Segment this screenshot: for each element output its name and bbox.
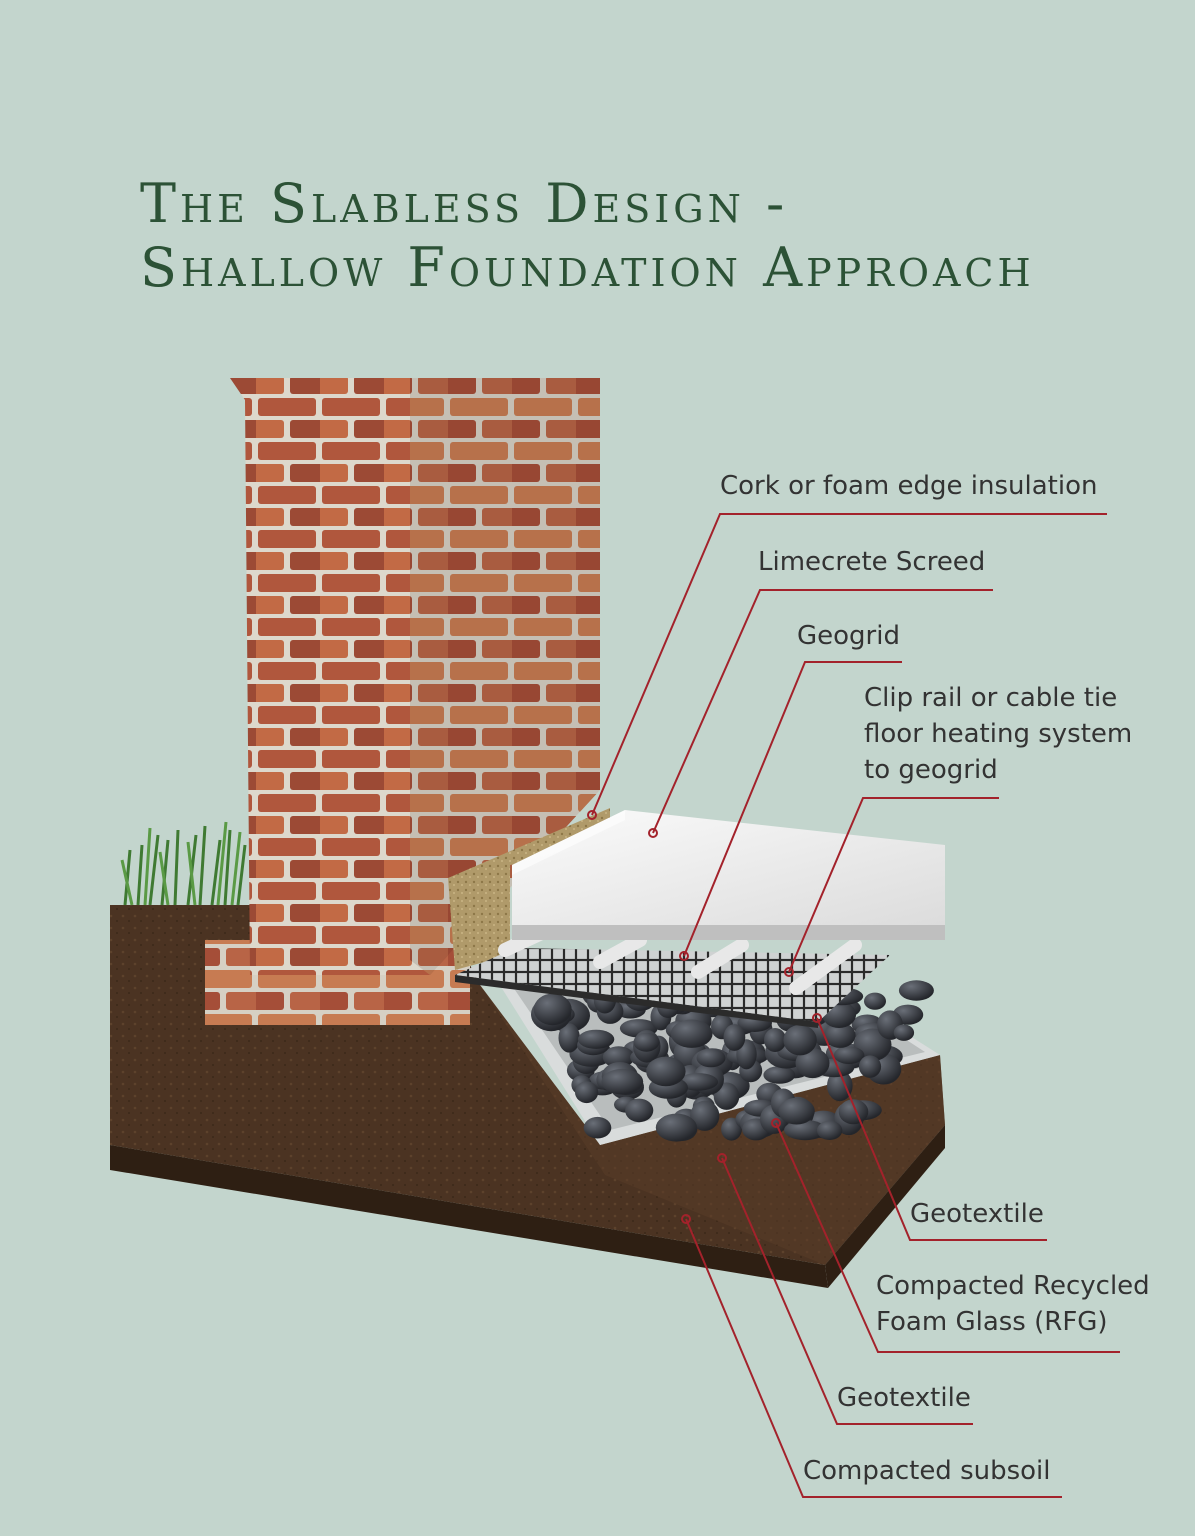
foam-glass-aggregate <box>533 993 572 1026</box>
page-title: The Slabless Design - Shallow Foundation… <box>140 172 1035 300</box>
title-line-2: Shallow Foundation Approach <box>140 236 1035 299</box>
leader-subsoil <box>685 1218 1062 1498</box>
foam-glass-aggregate <box>723 1024 746 1051</box>
foam-glass-aggregate <box>838 1099 869 1125</box>
label-geogrid: Geogrid <box>797 621 900 651</box>
foam-glass-aggregate <box>795 1048 830 1079</box>
leader-screed <box>652 589 993 834</box>
foam-glass-aggregate <box>625 1098 654 1123</box>
foam-glass-aggregate <box>602 1046 635 1068</box>
leader-heating <box>788 797 999 973</box>
limecrete-screed-slab <box>512 810 945 940</box>
foam-glass-aggregate <box>670 1019 713 1048</box>
label-geotextile-lower: Geotextile <box>837 1383 971 1413</box>
foam-glass-aggregate <box>778 1097 815 1125</box>
foam-glass-aggregate <box>816 1120 843 1140</box>
leader-lines <box>591 513 1120 1498</box>
foam-glass-aggregate <box>601 1068 644 1095</box>
title-line-1: The Slabless Design - <box>140 172 789 235</box>
foam-glass-aggregate <box>827 1070 853 1102</box>
leader-geotextile-lower <box>721 1157 973 1425</box>
foam-glass-aggregate <box>558 1023 580 1053</box>
floor-heating-pipes <box>498 923 862 995</box>
label-heating-line-2: floor heating system <box>864 719 1133 749</box>
foam-glass-aggregate <box>690 1100 720 1131</box>
leader-edge-insulation <box>591 513 1107 816</box>
foam-glass-aggregate <box>893 1024 915 1041</box>
foam-glass-aggregate <box>824 1022 856 1048</box>
leader-geogrid <box>683 661 902 957</box>
foam-glass-aggregate <box>677 1073 719 1091</box>
grass <box>120 821 247 906</box>
foam-glass-aggregate <box>633 1032 660 1052</box>
foam-glass-aggregate <box>764 1028 787 1052</box>
leader-rfg <box>775 1122 1120 1353</box>
foam-glass-aggregate <box>898 980 934 1001</box>
geogrid-layer <box>455 948 890 1028</box>
foam-glass-aggregate <box>783 1024 817 1056</box>
foam-glass-aggregate <box>763 1066 796 1084</box>
label-heating-line-1: Clip rail or cable tie <box>864 683 1118 713</box>
label-rfg-line-2: Foam Glass (RFG) <box>876 1307 1108 1337</box>
foam-glass-aggregate <box>696 1048 726 1068</box>
label-limecrete-screed: Limecrete Screed <box>758 547 986 577</box>
label-geotextile-upper: Geotextile <box>910 1199 1044 1229</box>
leader-geotextile-upper <box>816 1017 1047 1241</box>
foam-glass-aggregate <box>784 1120 827 1141</box>
foam-glass-aggregate <box>583 1116 612 1139</box>
foam-glass-aggregate <box>858 1055 882 1078</box>
foam-glass-aggregate <box>864 992 886 1010</box>
foam-glass-aggregate <box>646 1056 686 1087</box>
foam-glass-aggregate <box>577 1029 615 1049</box>
foam-glass-aggregate <box>575 1081 599 1104</box>
brick-wall <box>230 378 600 975</box>
foam-glass-aggregate <box>655 1113 698 1142</box>
label-rfg-line-1: Compacted Recycled <box>876 1271 1150 1301</box>
label-heating-line-3: to geogrid <box>864 755 998 785</box>
leader-dots <box>587 810 822 1224</box>
label-compacted-subsoil: Compacted subsoil <box>803 1456 1051 1486</box>
label-edge-insulation: Cork or foam edge insulation <box>720 471 1098 501</box>
foam-glass-aggregate <box>833 1046 865 1064</box>
